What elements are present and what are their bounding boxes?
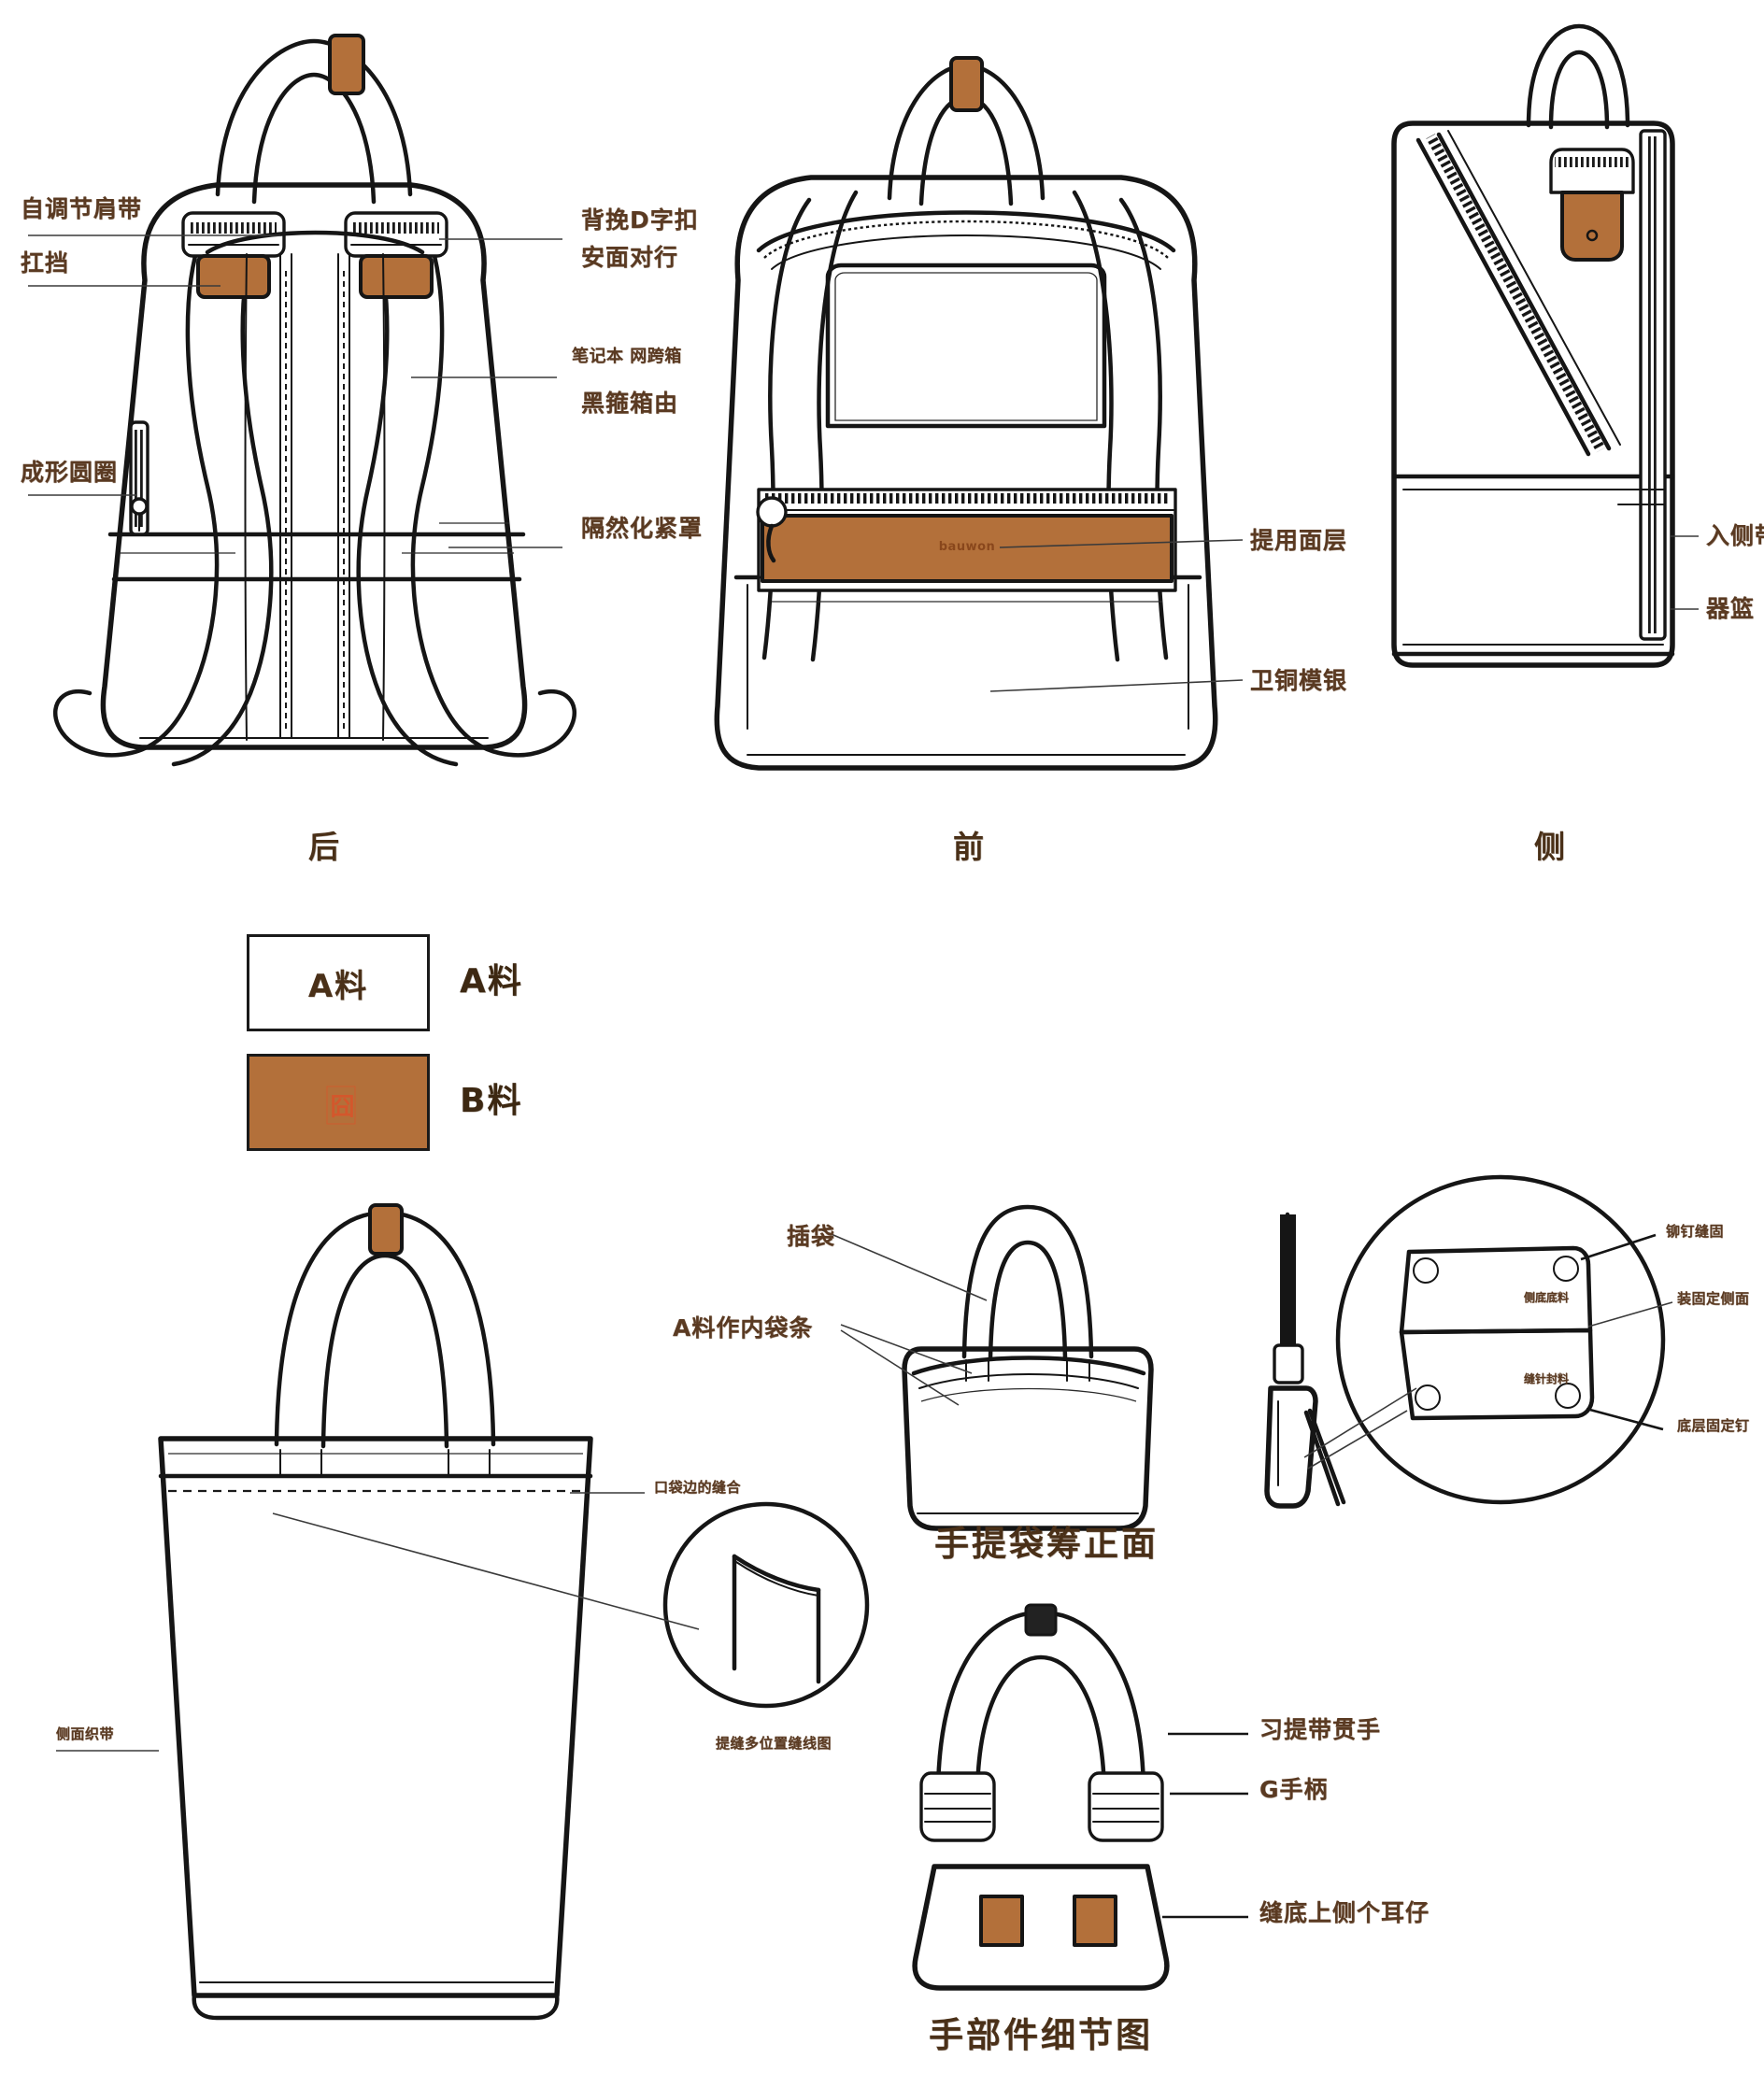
label-back-padded-panel: 隔然化紧罩 <box>581 515 704 542</box>
view-front-artwork <box>714 56 1218 771</box>
label-tote-side-webbing: 侧面织带 <box>56 1725 115 1742</box>
material-legend-name-a: A料 <box>460 962 523 1001</box>
view-back-artwork <box>53 34 576 767</box>
brand-mark: bauwon <box>938 540 996 554</box>
caption-back-view: 后 <box>308 829 342 865</box>
label-tote-pocket-seam: 口袋边的缝合 <box>654 1479 742 1496</box>
caption-handle-detail: 手部件细节图 <box>929 2015 1153 2055</box>
label-side-entry-strap: 入侧带 <box>1706 522 1764 549</box>
view-strap-rivet-artwork <box>1264 1174 1673 1509</box>
label-back-support: 扛挡 <box>21 249 70 277</box>
material-swatch-b: 囧 <box>247 1054 430 1151</box>
label-back-adjustable-strap: 自调节肩带 <box>21 195 143 222</box>
label-back-d-ring-line2: 安面对行 <box>581 244 679 271</box>
label-tote-seam-detail: 提缝多位置缝线图 <box>716 1735 832 1752</box>
material-swatch-a-text: A料 <box>307 967 369 1005</box>
label-handbag-a-material-lining: A料作内袋条 <box>673 1314 814 1342</box>
label-rivet-bottom-stud: 底层固定钉 <box>1677 1417 1750 1434</box>
label-handle-g-grip: G手柄 <box>1259 1776 1329 1803</box>
material-swatch-b-stamp: 囧 <box>326 1086 356 1125</box>
label-side-base: 器篮 <box>1706 595 1756 622</box>
label-handle-bottom-tabs: 缝底上侧个耳仔 <box>1259 1899 1430 1926</box>
label-handle-carry-strap: 习提带贯手 <box>1259 1716 1382 1743</box>
label-handbag-insert-pocket: 插袋 <box>787 1223 836 1250</box>
label-front-top-layer: 提用面层 <box>1250 527 1348 554</box>
material-legend-name-b: B料 <box>460 1082 523 1120</box>
view-side-artwork <box>1391 23 1675 668</box>
caption-handbag-front: 手提袋筹正面 <box>934 1524 1159 1564</box>
caption-front-view: 前 <box>953 829 987 865</box>
label-back-laptop-sleeve-line2: 黑箍箱由 <box>581 390 679 417</box>
label-back-laptop-sleeve-line1: 笔记本 网跨箱 <box>572 347 682 366</box>
view-handbag-artwork <box>819 1204 1154 1531</box>
label-rivet-side-mount: 装固定侧面 <box>1677 1290 1750 1307</box>
view-handle-detail-artwork <box>912 1603 1248 1991</box>
label-front-body-material: 卫铜模银 <box>1250 667 1348 694</box>
material-swatch-a: A料 <box>247 934 430 1031</box>
label-rivet-plate-lower: 缝针封料 <box>1523 1372 1570 1385</box>
label-rivet-fixing: 铆钉缝固 <box>1666 1223 1725 1240</box>
label-rivet-plate-upper: 侧底底料 <box>1523 1291 1570 1304</box>
label-back-d-ring-line1: 背挽D字扣 <box>581 206 699 234</box>
label-back-formed-ring: 成形圆圈 <box>21 459 119 486</box>
caption-side-view: 侧 <box>1534 829 1568 865</box>
